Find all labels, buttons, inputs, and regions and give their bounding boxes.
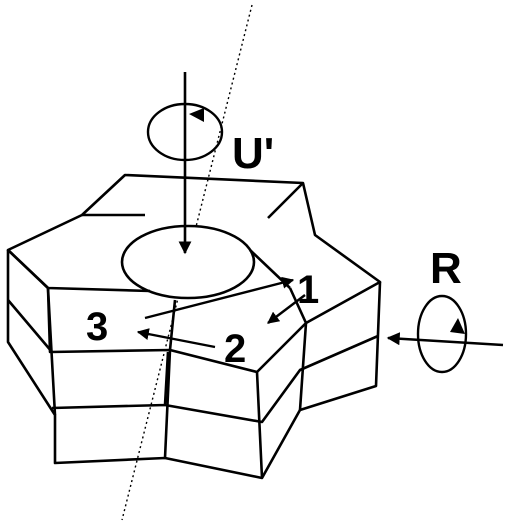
label-step-3: 3: [86, 305, 108, 349]
r-rotation-icon: [416, 294, 468, 374]
label-step-1: 1: [297, 268, 319, 312]
label-u-prime: U': [232, 129, 274, 178]
label-step-2: 2: [224, 327, 246, 371]
center-cap: [120, 224, 256, 300]
u-rotation-icon: [146, 102, 224, 162]
cycle-arrow-3-to-1: [144, 276, 295, 320]
label-r: R: [430, 244, 462, 293]
layer-lines: [7, 299, 379, 424]
top-face-spokes: [82, 182, 308, 351]
puzzle-body: [6, 173, 382, 480]
cycle-arrow-1-to-2: [267, 294, 306, 324]
r-axis-arrow: [386, 332, 504, 347]
cycle-arrow-2-to-3: [136, 328, 216, 349]
